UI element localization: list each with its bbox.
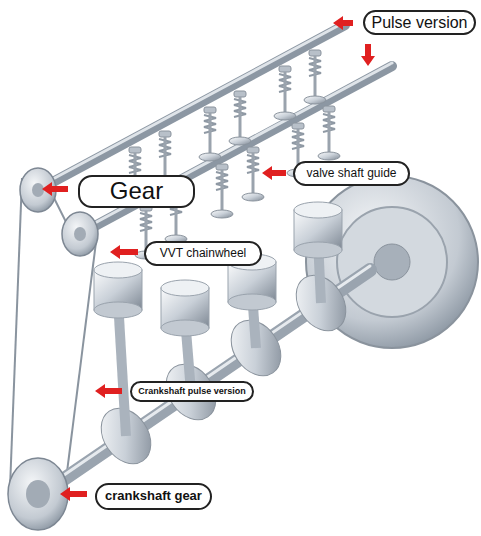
- callout-box: valve shaft guide: [293, 161, 410, 186]
- callout-box: VVT chainwheel: [144, 241, 262, 266]
- callout-label: Gear: [110, 178, 163, 204]
- callout-box: Crankshaft pulse version: [130, 381, 254, 402]
- callout-label: Pulse version: [371, 14, 467, 32]
- callout-label: Crankshaft pulse version: [138, 387, 246, 397]
- callout-label: VVT chainwheel: [160, 247, 247, 260]
- callout-box: crankshaft gear: [95, 483, 212, 510]
- callout-label: valve shaft guide: [306, 167, 396, 180]
- callout-box: Pulse version: [363, 10, 476, 35]
- callout-label: crankshaft gear: [105, 489, 202, 503]
- callout-box: Gear: [78, 175, 195, 208]
